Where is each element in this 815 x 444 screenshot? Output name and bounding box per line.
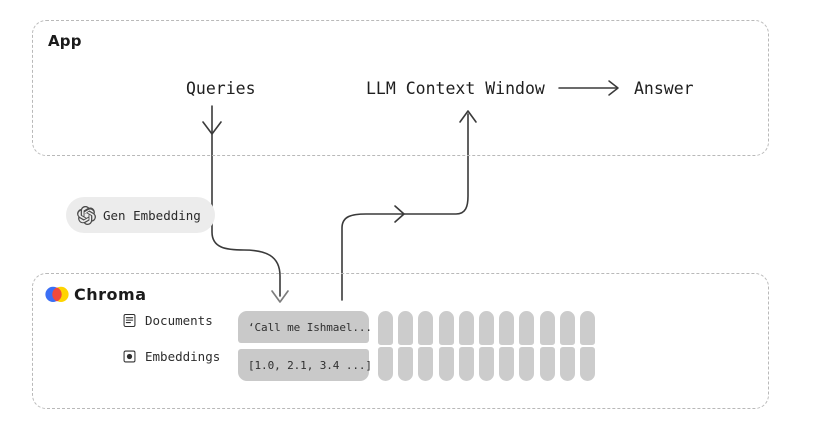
row-documents-label: Documents [145,313,213,328]
row-embeddings-label: Embeddings [145,349,221,364]
gen-embedding-node[interactable]: Gen Embedding [66,197,215,233]
bar-document-segment [499,311,515,345]
bar-column [378,311,393,381]
queries-flow-arrow [202,105,289,303]
bar-column [438,311,454,381]
bar-column [559,311,575,381]
bar-document-segment [378,311,393,345]
bar-embedding-segment [579,346,595,381]
answer-label: Answer [634,79,694,98]
embedding-value: [1.0, 2.1, 3.4 ...] [248,358,372,372]
chroma-container [32,273,769,409]
row-embeddings[interactable]: Embeddings [122,349,220,364]
bar-column [398,311,414,381]
bar-column [519,311,535,381]
bar-document-segment [418,311,434,345]
bar-document-segment [559,311,575,345]
bar-column [418,311,434,381]
dot-square-icon [122,349,137,364]
row-documents[interactable]: Documents [122,313,213,328]
bar-embedding-segment [519,346,535,381]
bar-column [458,311,474,381]
document-icon [122,313,137,328]
embedding-value-pill: [1.0, 2.1, 3.4 ...] [238,349,372,381]
bar-column [478,311,494,381]
bar-embedding-segment [559,346,575,381]
document-value-pill: ‘Call me Ishmael... [238,311,372,343]
bar-document-segment [478,311,494,345]
bar-document-segment [579,311,595,345]
bar-embedding-segment [378,346,393,381]
chroma-title: Chroma [74,285,147,304]
bar-column [539,311,555,381]
bar-document-segment [398,311,414,345]
bar-document-segment [539,311,555,345]
bar-embedding-segment [499,346,515,381]
gen-embedding-label: Gen Embedding [103,207,201,223]
chroma-logo-icon [45,284,69,305]
queries-label: Queries [186,79,256,98]
answer-arrow [558,80,619,96]
bar-embedding-segment [458,346,474,381]
document-value: ‘Call me Ishmael... [248,320,372,334]
openai-logo-icon [77,205,96,225]
llm-context-window-label: LLM Context Window [366,79,545,98]
bar-document-segment [519,311,535,345]
app-title: App [48,32,82,50]
collection-bars [378,311,595,381]
bar-embedding-segment [539,346,555,381]
bar-column [499,311,515,381]
bar-embedding-segment [438,346,454,381]
bar-embedding-segment [478,346,494,381]
retrieval-flow-arrow [341,110,477,301]
bar-document-segment [438,311,454,345]
bar-embedding-segment [418,346,434,381]
app-container [32,20,769,156]
bar-document-segment [458,311,474,345]
bar-column [579,311,595,381]
bar-embedding-segment [398,346,414,381]
